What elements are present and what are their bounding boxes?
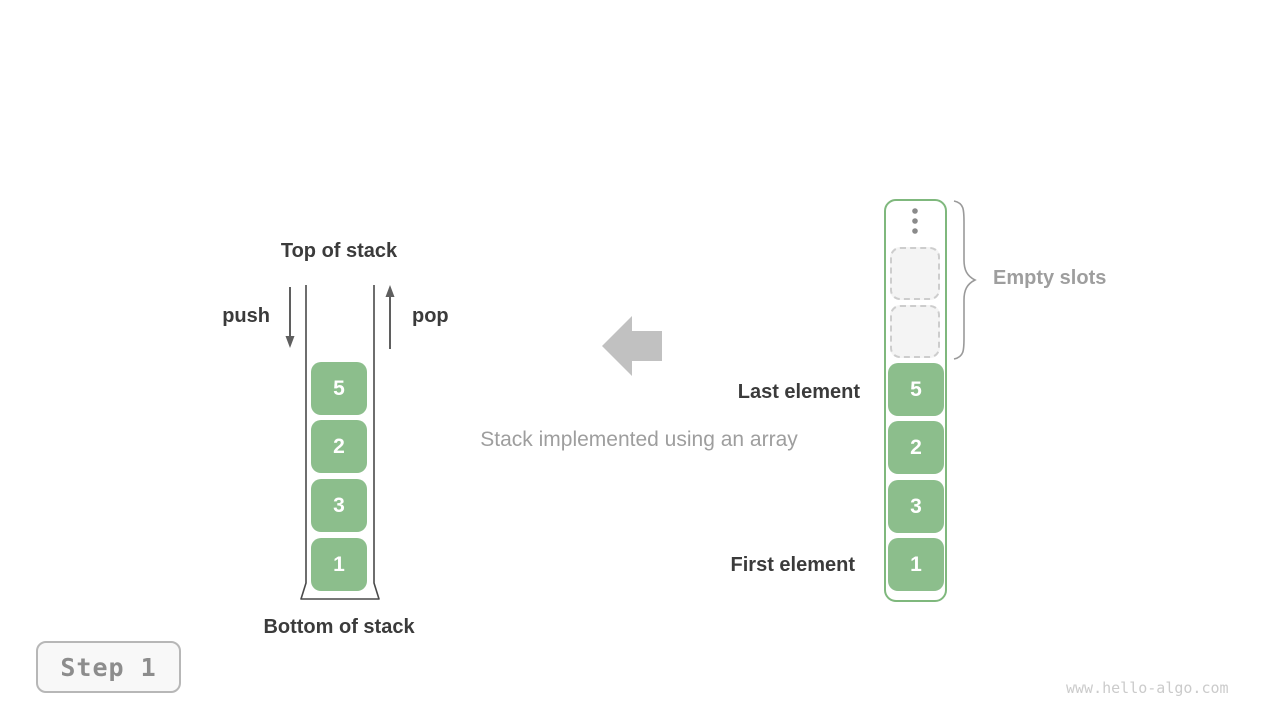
figure-caption: Stack implemented using an array [480,428,798,451]
array-cell: 3 [888,480,944,533]
array-cell: 1 [888,538,944,591]
stack-cell: 5 [311,362,367,415]
array-cell: 2 [888,421,944,474]
empty-slot [890,305,940,358]
empty-slots-brace-icon [953,200,977,360]
pop-up-arrow-icon [385,285,395,349]
push-down-arrow-icon [285,287,295,348]
pop-label: pop [412,305,449,327]
bottom-of-stack-label: Bottom of stack [263,616,415,638]
empty-slot [890,247,940,300]
stack-cell: 1 [311,538,367,591]
step-badge: Step 1 [36,641,181,693]
left-block-arrow-icon [602,316,662,376]
push-label: push [222,305,270,327]
vertical-ellipsis-icon [912,208,918,234]
stack-container-outline [300,285,380,600]
watermark: www.hello-algo.com [1066,679,1229,697]
stack-cell: 3 [311,479,367,532]
first-element-label: First element [730,554,855,576]
empty-slots-label: Empty slots [993,267,1107,289]
last-element-label: Last element [737,381,860,403]
stack-cell: 2 [311,420,367,473]
step-badge-label: Step 1 [60,652,157,682]
array-cell: 5 [888,363,944,416]
top-of-stack-label: Top of stack [280,240,398,262]
